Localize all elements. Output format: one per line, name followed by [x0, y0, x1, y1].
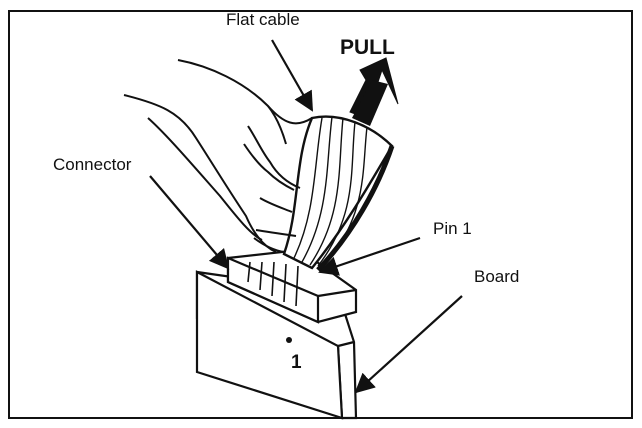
flat-cable-label: Flat cable — [226, 10, 300, 29]
leader-board — [354, 295, 463, 394]
pin-number-marker: 1 — [291, 352, 302, 373]
figure-frame — [8, 10, 633, 419]
leader-flat-cable — [271, 39, 313, 112]
flat-cable — [282, 115, 395, 272]
pull-arrow — [349, 57, 399, 126]
board-label: Board — [474, 267, 519, 286]
leader-pin1 — [318, 236, 421, 276]
pull-label: PULL — [340, 36, 395, 59]
hand — [123, 59, 313, 253]
pin1-label: Pin 1 — [433, 219, 472, 238]
pin1-marker-dot — [286, 337, 292, 343]
connector-label: Connector — [53, 155, 132, 174]
leader-connector — [149, 175, 230, 270]
